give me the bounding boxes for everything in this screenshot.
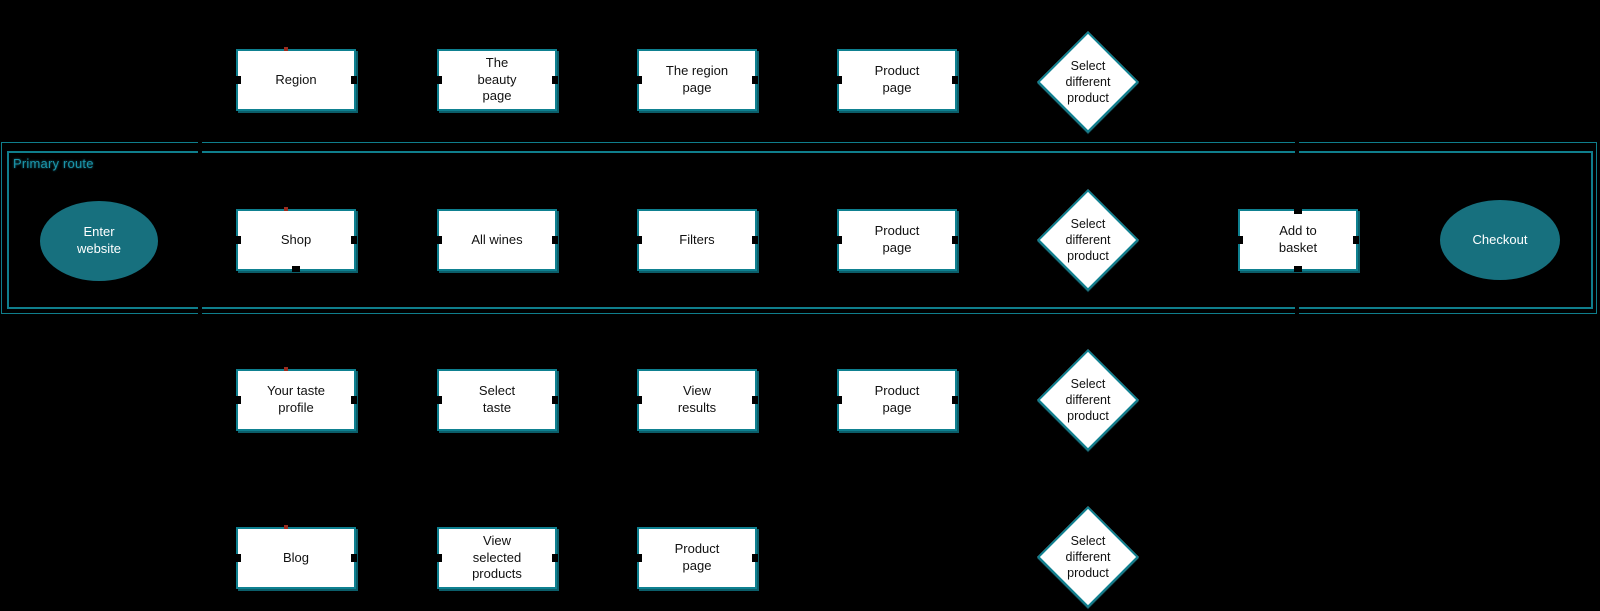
primary-route-outline [1, 142, 1597, 314]
revision-marker [284, 367, 288, 371]
flow-node-product-page-1[interactable]: Product page [836, 49, 958, 111]
connector-tick [198, 139, 202, 159]
connector-notch [636, 76, 642, 84]
flow-node-the-region-page[interactable]: The region page [636, 49, 758, 111]
connector-notch [235, 76, 241, 84]
node-label: Add to basket [1278, 223, 1318, 255]
connector-tick [198, 298, 202, 318]
flow-node-select-different-product-3[interactable]: Select different product [1037, 349, 1139, 451]
flow-node-select-different-product-1[interactable]: Select different product [1037, 31, 1139, 133]
connector-notch [952, 236, 958, 244]
connector-notch [351, 236, 357, 244]
flow-node-filters[interactable]: Filters [636, 209, 758, 271]
node-label: Select taste [478, 383, 516, 415]
flow-node-region[interactable]: Region [235, 47, 357, 111]
node-label: Product page [674, 541, 720, 573]
connector-notch [552, 554, 558, 562]
connector-notch [836, 236, 842, 244]
connector-tick [1295, 139, 1299, 159]
node-label: Select different product [1065, 376, 1111, 424]
node-label: View results [677, 383, 717, 415]
connector-notch [436, 76, 442, 84]
flow-node-select-different-product-2[interactable]: Select different product [1037, 189, 1139, 291]
primary-route-label: Primary route [13, 156, 94, 171]
connector-notch [836, 76, 842, 84]
connector-notch [1353, 236, 1359, 244]
connector-notch [752, 76, 758, 84]
connector-notch [552, 396, 558, 404]
connector-notch [292, 266, 300, 272]
connector-notch [1294, 266, 1302, 272]
flow-node-product-page-3[interactable]: Product page [836, 369, 958, 431]
node-label: The beauty page [477, 54, 517, 104]
node-label: Shop [280, 231, 312, 247]
node-label: All wines [471, 231, 523, 247]
node-label: Select different product [1065, 58, 1111, 106]
connector-notch [235, 554, 241, 562]
node-label: Blog [282, 549, 310, 565]
connector-notch [1294, 208, 1302, 214]
connector-notch [636, 396, 642, 404]
flow-node-the-beauty-page[interactable]: The beauty page [436, 49, 558, 111]
connector-notch [351, 76, 357, 84]
primary-route-container [7, 151, 1593, 309]
node-label: Your taste profile [266, 383, 326, 415]
flow-node-your-taste-profile[interactable]: Your taste profile [235, 367, 357, 431]
node-label: Product page [874, 383, 920, 415]
flow-node-select-different-product-4[interactable]: Select different product [1037, 506, 1139, 608]
flow-node-view-results[interactable]: View results [636, 369, 758, 431]
node-label: Select different product [1065, 216, 1111, 264]
flow-node-view-selected-products[interactable]: View selected products [436, 527, 558, 589]
connector-notch [552, 236, 558, 244]
connector-notch [752, 236, 758, 244]
connector-notch [235, 396, 241, 404]
connector-notch [351, 554, 357, 562]
connector-tick [1295, 298, 1299, 318]
connector-notch [752, 396, 758, 404]
flow-node-blog[interactable]: Blog [235, 525, 357, 589]
flow-node-shop[interactable]: Shop [235, 207, 357, 272]
connector-notch [436, 554, 442, 562]
node-label: Product page [874, 223, 920, 255]
node-label: Enter website [76, 224, 122, 256]
connector-notch [636, 554, 642, 562]
connector-notch [752, 554, 758, 562]
revision-marker [284, 47, 288, 51]
node-label: Checkout [1472, 231, 1528, 247]
connector-notch [436, 236, 442, 244]
connector-notch [235, 236, 241, 244]
node-label: View selected products [472, 532, 522, 582]
revision-marker [284, 525, 288, 529]
connector-notch [351, 396, 357, 404]
flow-node-product-page-4[interactable]: Product page [636, 527, 758, 589]
node-label: The region page [665, 63, 729, 95]
node-label: Filters [679, 231, 715, 247]
flow-node-enter-website[interactable]: Enter website [40, 201, 158, 281]
node-label: Select different product [1065, 533, 1111, 581]
flow-node-checkout[interactable]: Checkout [1440, 200, 1560, 280]
node-label: Product page [874, 63, 920, 95]
connector-notch [1237, 236, 1243, 244]
flow-node-add-to-basket[interactable]: Add to basket [1237, 208, 1359, 272]
connector-notch [836, 396, 842, 404]
revision-marker [284, 207, 288, 211]
connector-notch [952, 396, 958, 404]
connector-notch [952, 76, 958, 84]
connector-notch [636, 236, 642, 244]
connector-notch [436, 396, 442, 404]
flow-node-all-wines[interactable]: All wines [436, 209, 558, 271]
connector-notch [552, 76, 558, 84]
flow-node-product-page-2[interactable]: Product page [836, 209, 958, 271]
node-label: Region [275, 71, 317, 87]
flow-node-select-taste[interactable]: Select taste [436, 369, 558, 431]
